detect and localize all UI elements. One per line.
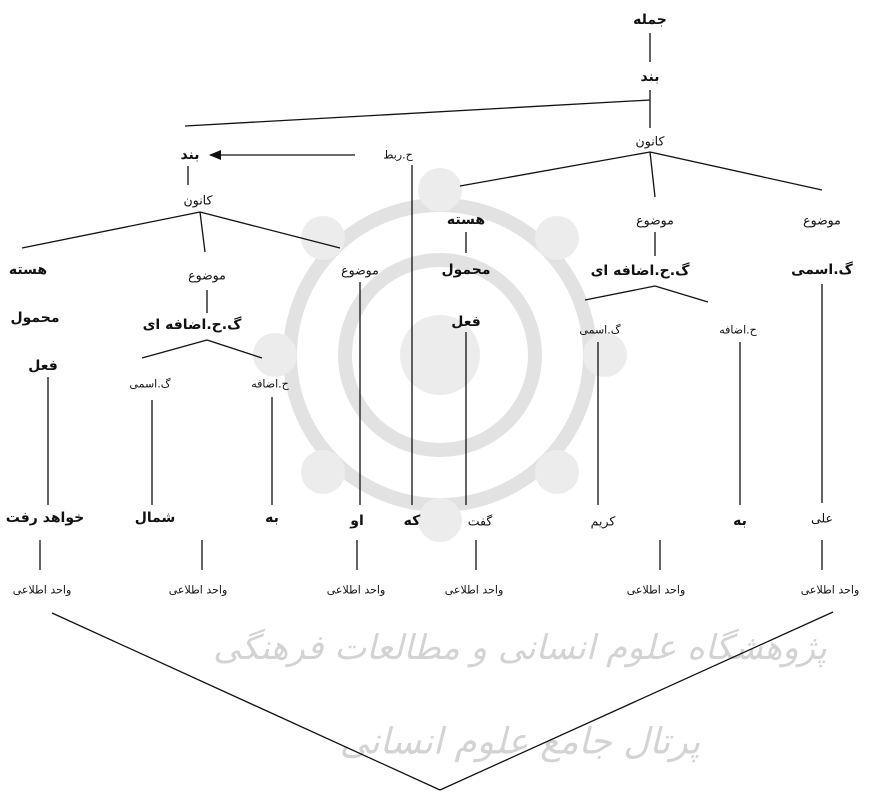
node-mowzu-right: موضوع xyxy=(803,212,841,228)
info-unit-5: واحد اطلاعی xyxy=(626,583,686,597)
node-mowzu-middle: موضوع xyxy=(341,262,379,278)
node-h-ezafe-left: ح.اضافه xyxy=(251,377,289,391)
word-u: او xyxy=(350,513,364,529)
node-band-top: بند xyxy=(640,69,660,85)
node-band-sub: بند xyxy=(180,147,200,163)
node-hasteh-left: هسته xyxy=(8,262,48,278)
word-shomal: شمال xyxy=(134,510,176,526)
word-goft: گفت xyxy=(467,513,493,529)
node-gh-ezafe-center: گ.ح.اضافه ای xyxy=(590,263,690,279)
node-g-esmi-left: گ.اسمی xyxy=(129,377,171,391)
node-hasteh-center: هسته xyxy=(446,212,486,228)
word-be-2: به xyxy=(733,513,747,529)
node-mahmul-center: محمول xyxy=(441,262,491,278)
node-g-esmi-center: گ.اسمی xyxy=(579,323,621,337)
word-ali: علی xyxy=(810,510,834,526)
node-fel-left: فعل xyxy=(28,358,58,374)
node-jomle: جمله xyxy=(633,12,667,28)
word-be-1: به xyxy=(265,510,279,526)
info-unit-4: واحد اطلاعی xyxy=(444,583,504,597)
node-fel-center: فعل xyxy=(451,314,481,330)
node-kanun-sub: کانون xyxy=(183,192,213,208)
word-ke: که xyxy=(403,513,421,529)
node-gh-ezafe-left: گ.ح.اضافه ای xyxy=(142,317,242,333)
node-mahmul-left: محمول xyxy=(10,310,60,326)
word-karim: کریم xyxy=(590,513,616,529)
info-unit-1: واحد اطلاعی xyxy=(12,583,72,597)
node-g-esmi-right: گ.اسمی xyxy=(791,262,853,278)
node-mowzu-center: موضوع xyxy=(636,212,674,228)
word-khahad-raft: خواهد رفت xyxy=(5,510,85,526)
node-h-ezafe-center: ح.اضافه xyxy=(719,323,757,337)
info-unit-6: واحد اطلاعی xyxy=(800,583,860,597)
node-kanun-top: کانون xyxy=(635,133,665,149)
watermark-text-2: پرتال جامع علوم انسانی xyxy=(339,721,701,763)
node-rabt: ح.ربط xyxy=(383,148,413,162)
info-unit-3: واحد اطلاعی xyxy=(326,583,386,597)
info-unit-2: واحد اطلاعی xyxy=(168,583,228,597)
node-mowzu-left: موضوع xyxy=(188,267,226,283)
